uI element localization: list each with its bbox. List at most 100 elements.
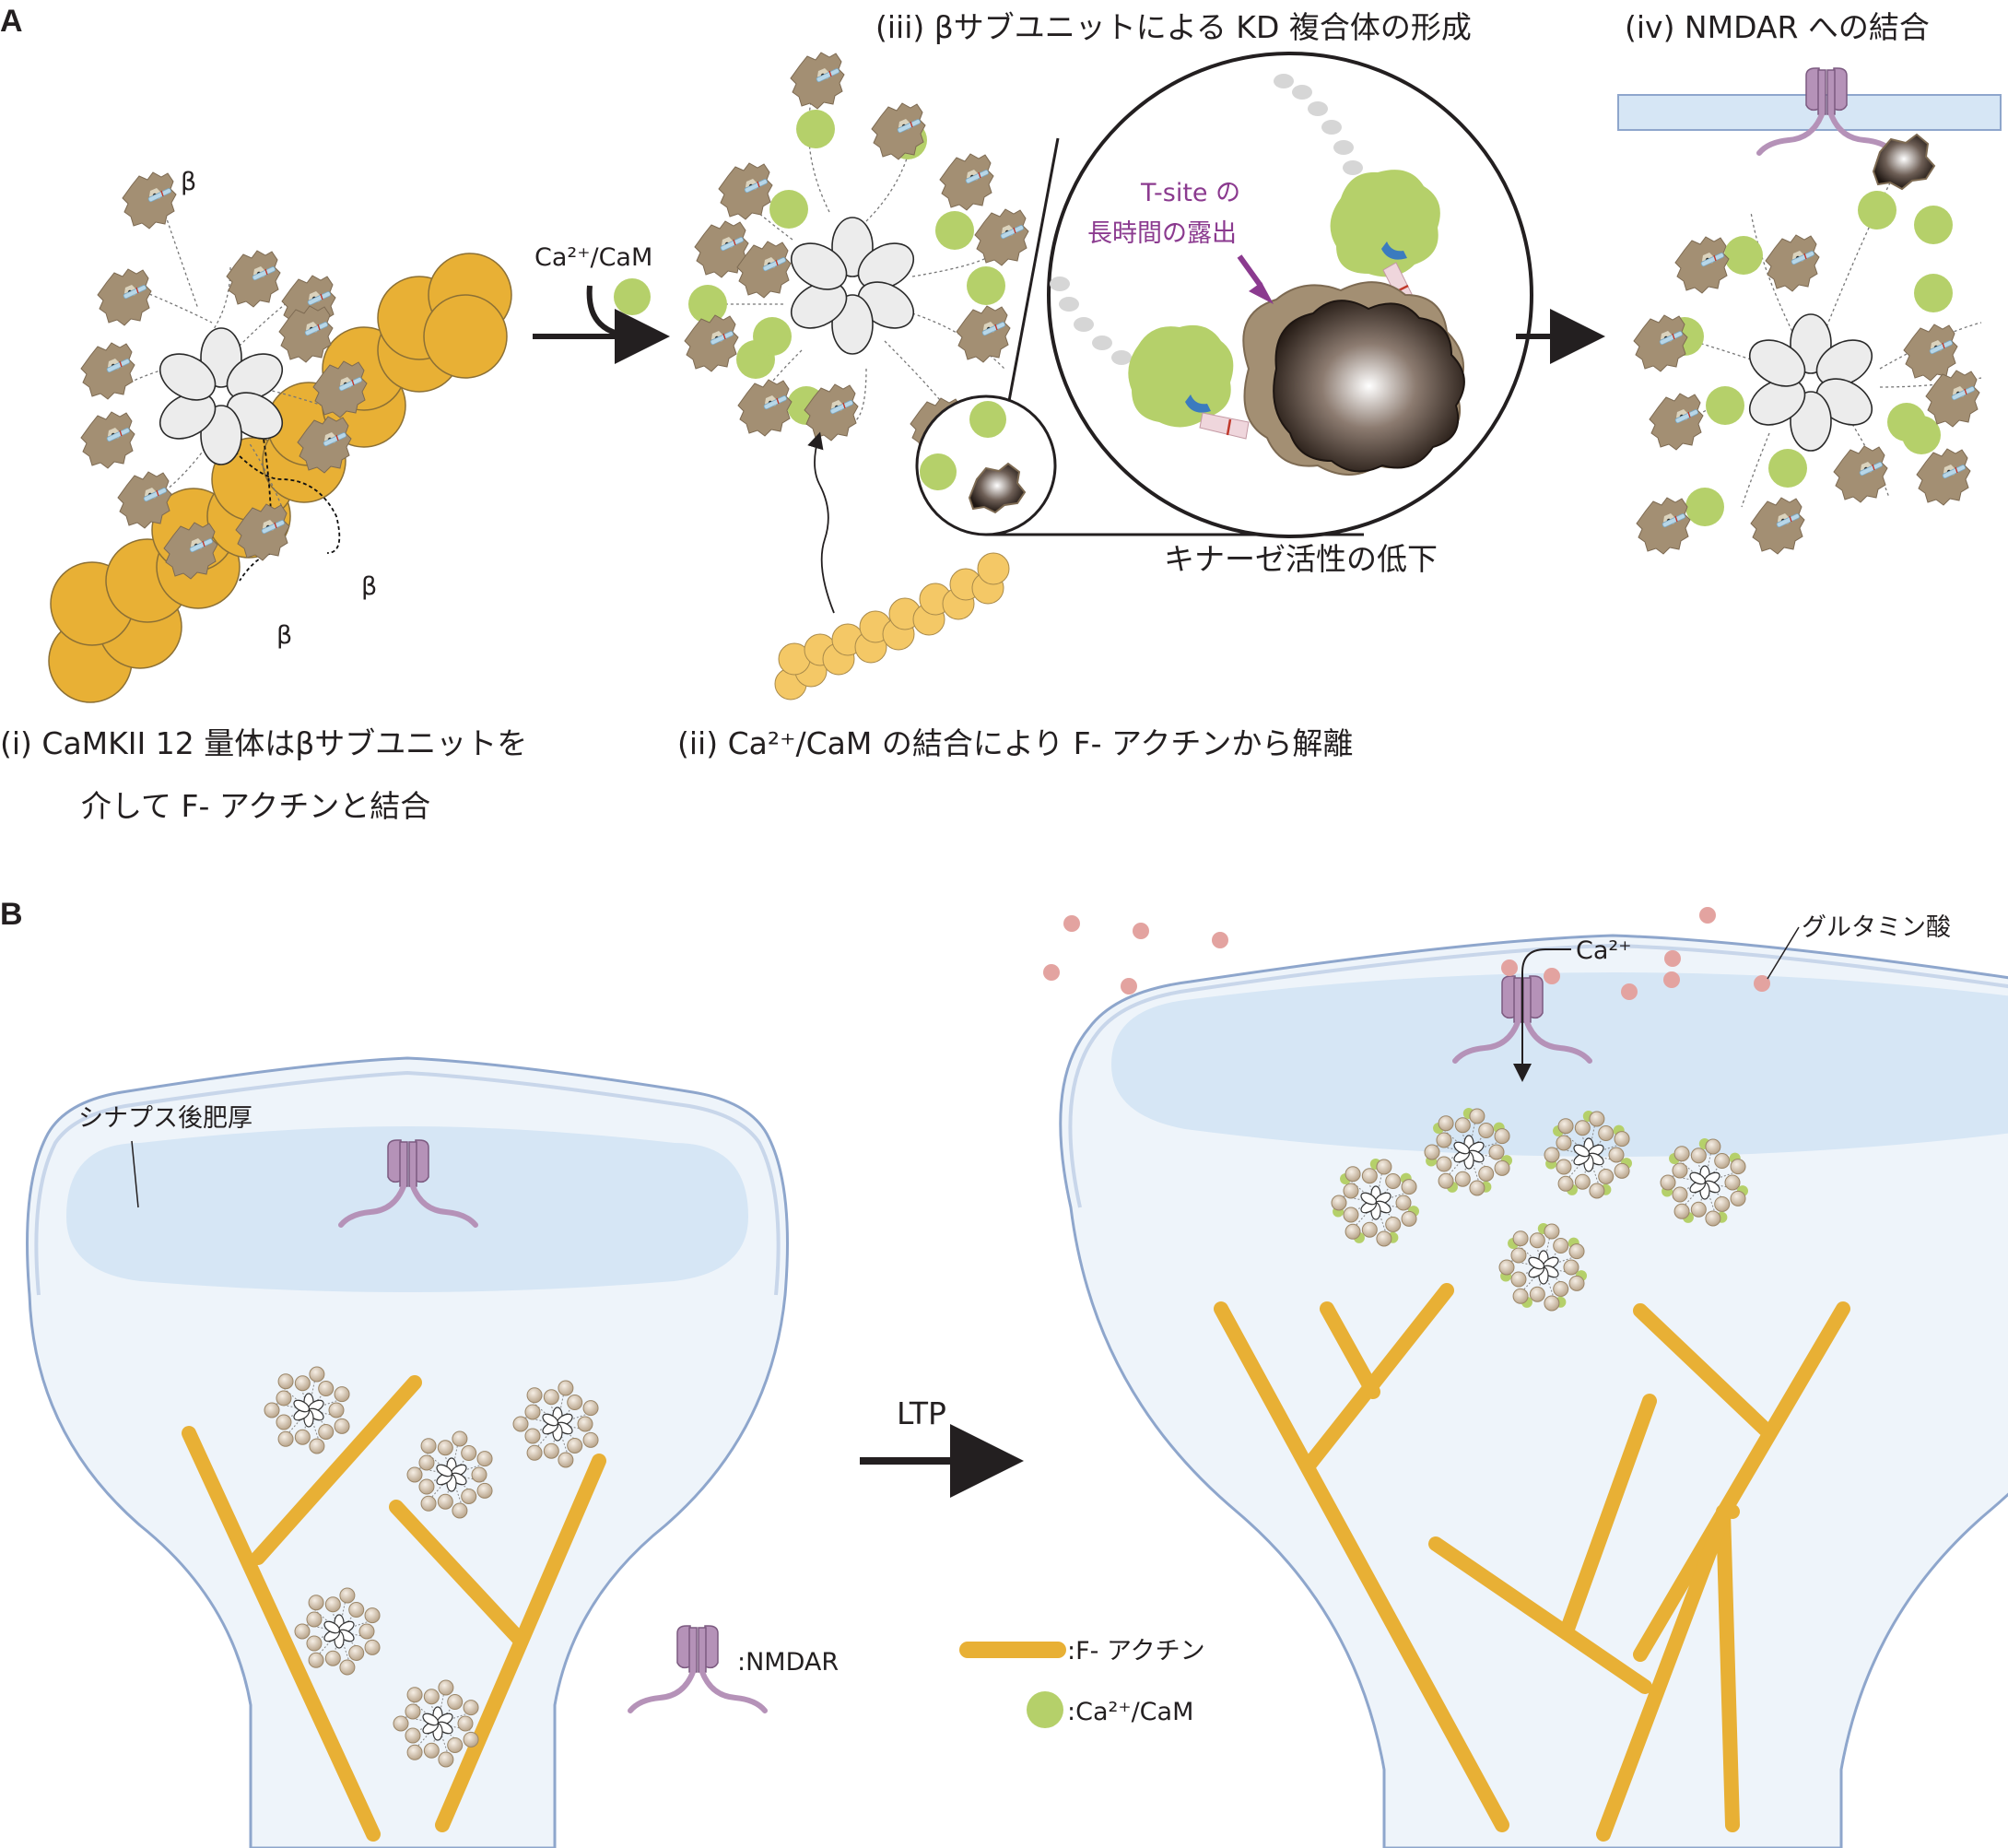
- ltp-label: LTP: [897, 1395, 946, 1431]
- cluster-before-4-kinase-ball: [339, 1659, 356, 1676]
- cluster-after-4-kinase-ball: [1672, 1186, 1688, 1203]
- cluster-after-4-kinase-ball: [1730, 1190, 1746, 1206]
- cluster-after-1-kinase-ball: [1385, 1216, 1402, 1232]
- glutamate-pointer: [1767, 926, 1800, 980]
- cluster-after-5-kinase-ball: [1553, 1280, 1569, 1297]
- cluster-after-2-kinase-ball: [1436, 1132, 1452, 1148]
- cluster-after-5-kinase-ball: [1553, 1238, 1569, 1254]
- cluster-after-5-kinase-ball: [1510, 1247, 1527, 1264]
- cluster-after-2-kinase-ball: [1454, 1171, 1471, 1187]
- spine-before-ltp: [26, 1056, 789, 1848]
- cluster-after-4-kinase-ball: [1714, 1153, 1731, 1170]
- cluster-before-4-kinase-ball: [308, 1652, 324, 1668]
- cluster-before-2-kinase-ball: [418, 1454, 435, 1471]
- cluster-after-3-kinase-ball: [1614, 1131, 1630, 1148]
- cluster-after-1-kinase-ball: [1343, 1183, 1359, 1199]
- cluster-before-3-kinase-ball: [567, 1395, 583, 1411]
- cluster-after-2-kinase-ball: [1469, 1108, 1485, 1124]
- cluster-after-3-kinase-ball: [1544, 1147, 1560, 1163]
- cluster-before-3: [512, 1380, 599, 1468]
- cluster-after-4-kinase-ball: [1705, 1138, 1721, 1155]
- cluster-after-2-kinase-ball: [1424, 1144, 1440, 1160]
- cluster-after-3-kinase-ball: [1556, 1135, 1572, 1151]
- cluster-after-5-kinase-ball: [1512, 1230, 1529, 1247]
- cluster-after-1-kinase-ball: [1343, 1206, 1359, 1223]
- zoom-source-circle: [915, 394, 1057, 536]
- cluster-before-5-kinase-ball: [406, 1687, 423, 1703]
- cluster-before-3-kinase-ball: [526, 1387, 543, 1404]
- cluster-before-3-kinase-ball: [543, 1389, 559, 1406]
- step-ii-caption: (ii) Ca²⁺/CaM の結合により F- アクチンから解離: [677, 725, 1353, 761]
- cluster-after-4-kinase-ball: [1724, 1174, 1741, 1191]
- step-i-caption-line2: 介して F- アクチンと結合: [81, 788, 430, 824]
- cluster-after-1-kinase-ball: [1401, 1210, 1417, 1227]
- camkii-clusters-before: [264, 1366, 599, 1768]
- ca-cam-arrow-label: Ca²⁺/CaM: [534, 243, 652, 272]
- cluster-before-4-kinase-ball: [324, 1596, 341, 1613]
- cluster-before-5-kinase-ball: [405, 1703, 421, 1720]
- cluster-after-2-kinase-ball: [1488, 1144, 1505, 1160]
- cluster-before-4-kinase-ball: [358, 1623, 375, 1640]
- beta-label-2: β: [361, 572, 377, 601]
- cluster-before-5-kinase-ball: [447, 1736, 464, 1753]
- cluster-after-2-kinase-ball: [1478, 1165, 1495, 1182]
- legend-cam-label: :Ca²⁺/CaM: [1067, 1698, 1193, 1726]
- cluster-after-5-kinase-ball: [1510, 1271, 1527, 1288]
- cluster-before-3-kinase-ball: [543, 1442, 559, 1459]
- cluster-after-5-kinase-ball: [1512, 1288, 1529, 1304]
- cluster-before-2-kinase-ball: [420, 1495, 437, 1512]
- cluster-before-2-kinase-ball: [461, 1445, 477, 1462]
- tsite-label-line1: T-site の: [1140, 179, 1240, 207]
- cluster-after-4-kinase-ball: [1660, 1174, 1676, 1191]
- cluster-before-3-kinase-ball: [582, 1431, 599, 1448]
- cluster-before-1-kinase-ball: [276, 1414, 292, 1430]
- cluster-after-4-kinase-ball: [1673, 1203, 1690, 1219]
- cluster-after-3-kinase-ball: [1556, 1159, 1572, 1175]
- cluster-before-1-kinase-ball: [264, 1402, 280, 1418]
- tsite-label-line2: 長時間の露出: [1087, 219, 1237, 248]
- camkii-holoenzyme-i: [81, 172, 367, 582]
- glutamate-particles: [1043, 907, 1770, 1000]
- cluster-before-2-kinase-ball: [476, 1482, 493, 1499]
- cluster-after-5-kinase-ball: [1498, 1259, 1515, 1276]
- kinase-decrease-caption: キナーゼ活性の低下: [1164, 541, 1438, 577]
- cluster-before-1-kinase-ball: [294, 1375, 311, 1392]
- cluster-after-1-kinase-ball: [1385, 1173, 1402, 1190]
- zoom-line-top: [1007, 137, 1060, 402]
- cluster-after-2-kinase-ball: [1436, 1156, 1452, 1172]
- cluster-before-3-kinase-ball: [558, 1452, 574, 1468]
- tsite-arrow: [1237, 254, 1274, 304]
- cluster-before-5-kinase-ball: [423, 1742, 440, 1759]
- cluster-after-3-kinase-ball: [1589, 1111, 1605, 1127]
- cluster-before-1-kinase-ball: [328, 1402, 345, 1418]
- step-iv-caption: (iv) NMDAR への結合: [1625, 9, 1930, 45]
- cluster-before-3-kinase-ball: [512, 1416, 529, 1432]
- legend-factin-label: :F- アクチン: [1067, 1637, 1205, 1666]
- cluster-after-3-kinase-ball: [1598, 1168, 1615, 1184]
- cluster-before-4-kinase-ball: [348, 1602, 365, 1618]
- legend-cam-swatch: [1027, 1691, 1063, 1728]
- cluster-before-5-kinase-ball: [406, 1744, 423, 1760]
- cluster-after-5-kinase-ball: [1529, 1286, 1545, 1302]
- cluster-after-3-kinase-ball: [1574, 1120, 1591, 1136]
- cluster-after-4-kinase-ball: [1672, 1162, 1688, 1179]
- cluster-before-2-kinase-ball: [452, 1430, 468, 1447]
- cluster-before-2-kinase-ball: [418, 1478, 435, 1495]
- cluster-before-3-kinase-ball: [558, 1380, 574, 1396]
- cluster-before-5-kinase-ball: [423, 1689, 440, 1705]
- panel-a-label: A: [0, 4, 23, 39]
- cam-ball-arrow: [614, 278, 651, 315]
- calcium-arrow: [1513, 948, 1571, 1082]
- cluster-before-2: [406, 1430, 493, 1519]
- cluster-after-3: [1544, 1111, 1632, 1199]
- cluster-after-4-kinase-ball: [1730, 1159, 1746, 1175]
- cluster-after-2-kinase-ball: [1478, 1123, 1495, 1139]
- cluster-after-4-kinase-ball: [1673, 1146, 1690, 1162]
- psd-label-pointer: [131, 1140, 139, 1208]
- camkii-clusters-after: [1331, 1108, 1748, 1312]
- cluster-before-2-kinase-ball: [437, 1493, 453, 1510]
- ca-cam-transition: Ca²⁺/CaM: [533, 243, 670, 364]
- cluster-after-2: [1424, 1108, 1512, 1196]
- factin-filament-released: [774, 552, 1010, 700]
- cluster-before-1-kinase-ball: [277, 1430, 294, 1447]
